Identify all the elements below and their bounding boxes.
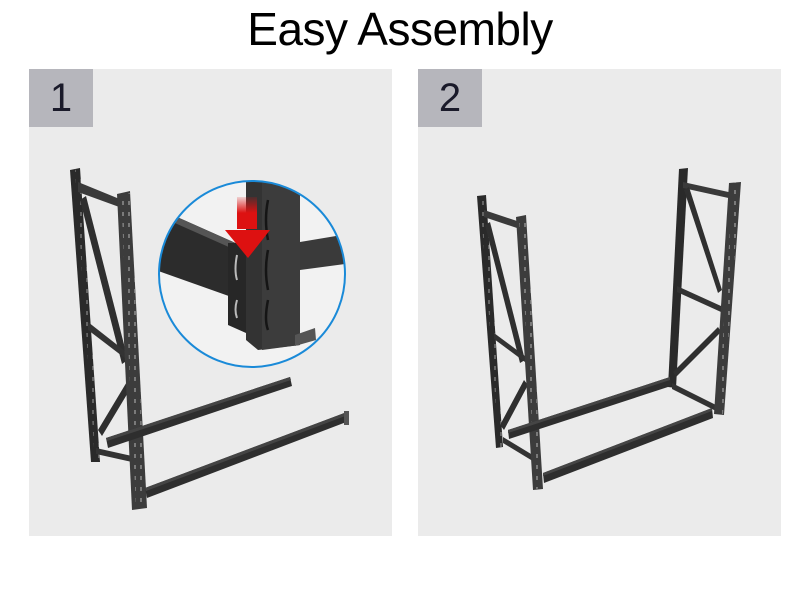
step-1-panel: 1 [29, 69, 392, 536]
right-upright-frame [668, 168, 741, 415]
arrow-down-icon [225, 197, 270, 258]
left-upright-frame [477, 195, 543, 490]
step-1-illustration [70, 168, 349, 510]
step-2-illustration [477, 168, 741, 490]
step-number-badge: 1 [29, 69, 93, 127]
step-2-panel: 2 [418, 69, 781, 536]
page-title: Easy Assembly [247, 3, 553, 55]
step-number-badge: 2 [418, 69, 482, 127]
magnifier-inset [158, 180, 346, 368]
upright-frame [70, 168, 147, 510]
loose-beams [106, 377, 349, 498]
connecting-beams [508, 377, 713, 483]
